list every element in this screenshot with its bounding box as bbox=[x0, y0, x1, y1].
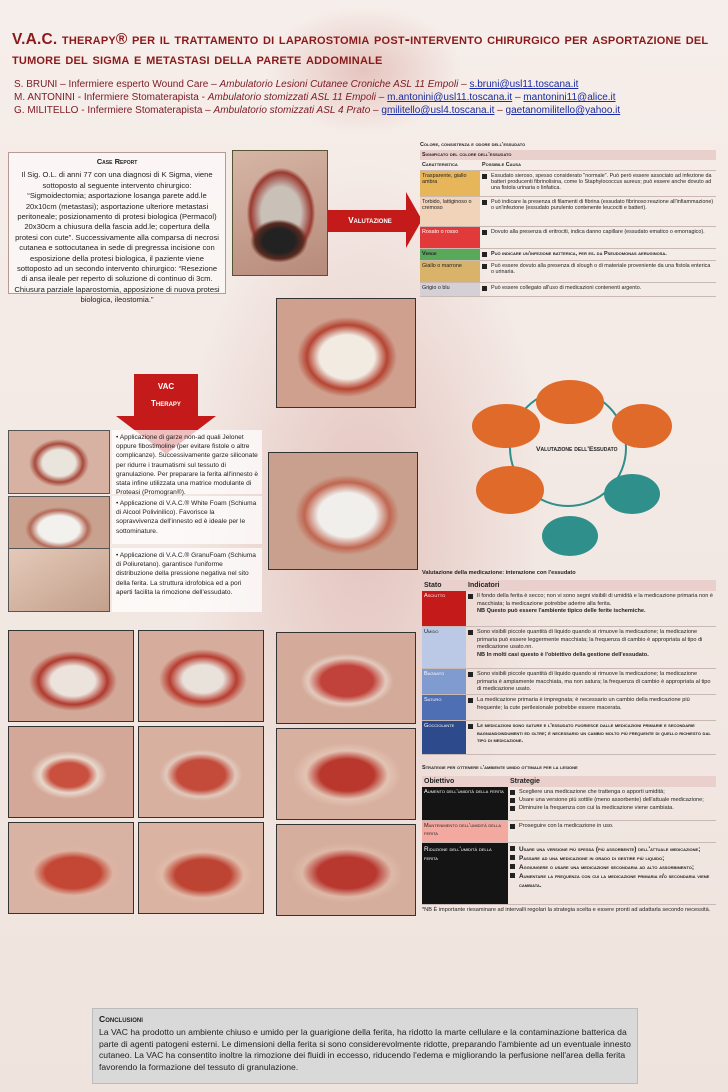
strategy-title: Strategie per ottenere l'ambiente umido … bbox=[422, 765, 578, 772]
author-line: S. BRUNI – Infermiere esperto Wound Care… bbox=[14, 79, 579, 90]
procedure-text-2: • Applicazione di V.A.C.® White Foam (Sc… bbox=[112, 496, 262, 544]
exudate-evaluation-cycle bbox=[472, 380, 672, 556]
conclusions-box: Conclusioni La VAC ha prodotto un ambien… bbox=[92, 1008, 638, 1084]
conclusions-heading: Conclusioni bbox=[99, 1014, 143, 1024]
wound-photo-2 bbox=[138, 630, 264, 722]
wound-photo-8 bbox=[276, 728, 416, 820]
valutazione-label: Valutazione bbox=[348, 216, 392, 225]
strategy-note: *NB È importante riesaminare ad interval… bbox=[422, 907, 711, 914]
author-email[interactable]: gmilitello@usl4.toscana.it bbox=[381, 105, 495, 116]
cycle-label: Valutazione dell'Essudato bbox=[536, 446, 618, 453]
wound-photo-initial bbox=[232, 150, 328, 276]
table-row: Riduzione dell'umidità della ferita Usar… bbox=[422, 843, 716, 906]
case-report-heading: Case Report bbox=[96, 157, 138, 166]
procedure-text-3: • Applicazione di V.A.C.® GranuFoam (Sch… bbox=[112, 548, 262, 612]
wound-photo-7 bbox=[276, 632, 416, 724]
case-report: Case Report Il Sig. O.L. di anni 77 con … bbox=[8, 152, 226, 304]
case-report-text: Il Sig. O.L. di anni 77 con una diagnosi… bbox=[14, 170, 220, 305]
vac-arrow-label: VAC Therapy bbox=[151, 382, 181, 408]
exudate-color-table: Colore, consistenza e odore dell'essudat… bbox=[420, 140, 716, 297]
table-row: Mantenimento dell'umidità della ferita P… bbox=[422, 821, 716, 844]
wound-photo-4 bbox=[138, 726, 264, 818]
author-line: G. MILITELLO - Infermiere Stomaterapista… bbox=[14, 105, 621, 116]
table-row: Gocciolante Le medicazioni sono sature e… bbox=[422, 721, 716, 756]
exudate-table-subtitle: Significato del colore dell'essudato bbox=[420, 150, 716, 160]
author-email[interactable]: gaetanomilitello@yahoo.it bbox=[505, 105, 621, 116]
table-row: Aumento dell'umidità della ferita Scegli… bbox=[422, 787, 716, 822]
conclusions-text: La VAC ha prodotto un ambiente chiuso e … bbox=[99, 1027, 631, 1072]
wound-photo-large-2 bbox=[268, 452, 418, 570]
wound-photo-6 bbox=[138, 822, 264, 914]
author-email[interactable]: mantonini11@alice.it bbox=[523, 92, 616, 103]
wound-photo-gauze bbox=[8, 430, 110, 494]
table-row: Saturo La medicazione primaria è impregn… bbox=[422, 695, 716, 722]
table-row: Bagnato Sono visibili piccole quantità d… bbox=[422, 669, 716, 696]
wound-photo-5 bbox=[8, 822, 134, 914]
procedure-text-1: • Applicazione di garze non-ad quali Jel… bbox=[112, 430, 262, 496]
wound-photo-9 bbox=[276, 824, 416, 916]
exudate-table-title: Colore, consistenza e odore dell'essudat… bbox=[420, 142, 526, 148]
table-row: Umido Sono visibili piccole quantità di … bbox=[422, 627, 716, 670]
author-email[interactable]: m.antonini@usl11.toscana.it bbox=[387, 92, 513, 103]
wound-photo-large-1 bbox=[276, 298, 416, 408]
author-line: M. ANTONINI - Infermiere Stomaterapista … bbox=[14, 92, 616, 103]
wound-photo-3 bbox=[8, 726, 134, 818]
authors-block: S. BRUNI – Infermiere esperto Wound Care… bbox=[14, 78, 714, 117]
author-email[interactable]: s.bruni@usl11.toscana.it bbox=[469, 79, 579, 90]
table-row: Asciutto Il fondo della ferita è secco; … bbox=[422, 591, 716, 628]
med-table-title: Valutazione della medicazione: interazio… bbox=[422, 570, 576, 576]
dressing-evaluation-table: Valutazione della medicazione: interazio… bbox=[422, 568, 716, 915]
valutazione-chevron bbox=[328, 192, 422, 248]
wound-photo-granufoam bbox=[8, 548, 110, 612]
wound-photo-1 bbox=[8, 630, 134, 722]
poster-title: V.A.C. therapy® per il trattamento di la… bbox=[12, 31, 709, 68]
